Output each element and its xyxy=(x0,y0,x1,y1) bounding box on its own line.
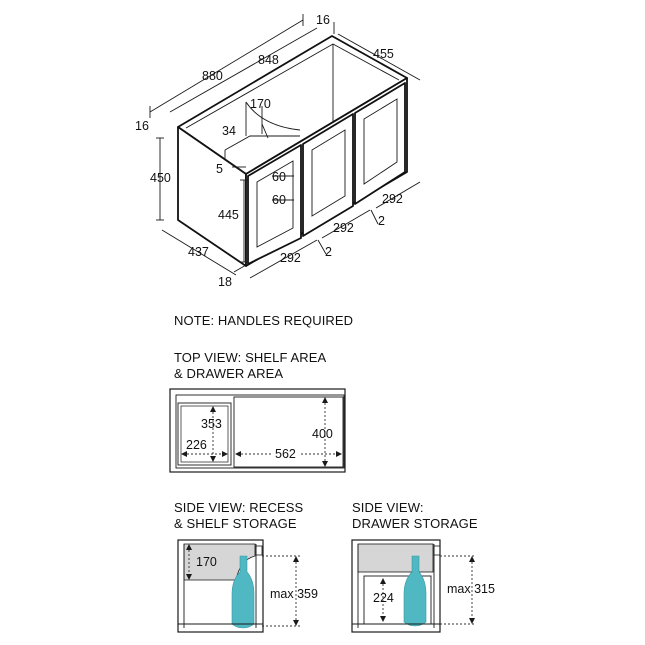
dim-455: 455 xyxy=(373,47,394,61)
bottle-icon xyxy=(403,555,427,627)
dim-16-top: 16 xyxy=(316,13,330,27)
dim-5: 5 xyxy=(216,162,223,176)
side-view-drawer: 224 max 315 xyxy=(351,539,495,633)
door-3 xyxy=(354,82,406,205)
recess-dim-170: 170 xyxy=(196,555,217,569)
top-view-plan: 353 226 400 562 xyxy=(169,388,346,473)
door-2 xyxy=(302,113,354,237)
dim-2-a: 2 xyxy=(325,245,332,259)
dim-848: 848 xyxy=(258,53,279,67)
note-handles: NOTE: HANDLES REQUIRED xyxy=(174,313,353,328)
dim-60-a: 60 xyxy=(272,170,286,184)
side-drawer-title-2: DRAWER STORAGE xyxy=(352,516,478,531)
side-view-recess: 170 max 359 xyxy=(177,539,318,633)
door-1 xyxy=(247,144,302,265)
drawer-dim-max: max 315 xyxy=(447,582,495,596)
dim-34: 34 xyxy=(222,124,236,138)
top-dim-353: 353 xyxy=(201,417,222,431)
isometric-cabinet: 880 848 16 455 16 170 34 450 5 60 60 445… xyxy=(135,13,421,289)
top-view-title-2: & DRAWER AREA xyxy=(174,366,283,381)
dim-16-left: 16 xyxy=(135,119,149,133)
dim-292-b: 292 xyxy=(333,221,354,235)
dim-292-c: 292 xyxy=(382,192,403,206)
top-view-title-1: TOP VIEW: SHELF AREA xyxy=(174,350,327,365)
top-dim-562: 562 xyxy=(275,447,296,461)
dim-2-b: 2 xyxy=(378,214,385,228)
dim-60-b: 60 xyxy=(272,193,286,207)
dim-437: 437 xyxy=(188,245,209,259)
dim-18: 18 xyxy=(218,275,232,289)
dim-292-a: 292 xyxy=(280,251,301,265)
dim-450: 450 xyxy=(150,171,171,185)
bottle-icon xyxy=(231,555,255,629)
dim-170: 170 xyxy=(250,97,271,111)
dim-445: 445 xyxy=(218,208,239,222)
dim-880: 880 xyxy=(202,69,223,83)
recess-dim-max: max 359 xyxy=(270,587,318,601)
side-drawer-title-1: SIDE VIEW: xyxy=(352,500,424,515)
side-recess-title-2: & SHELF STORAGE xyxy=(174,516,297,531)
top-dim-226: 226 xyxy=(186,438,207,452)
side-recess-title-1: SIDE VIEW: RECESS xyxy=(174,500,304,515)
top-dim-400: 400 xyxy=(312,427,333,441)
drawer-dim-224: 224 xyxy=(373,591,394,605)
